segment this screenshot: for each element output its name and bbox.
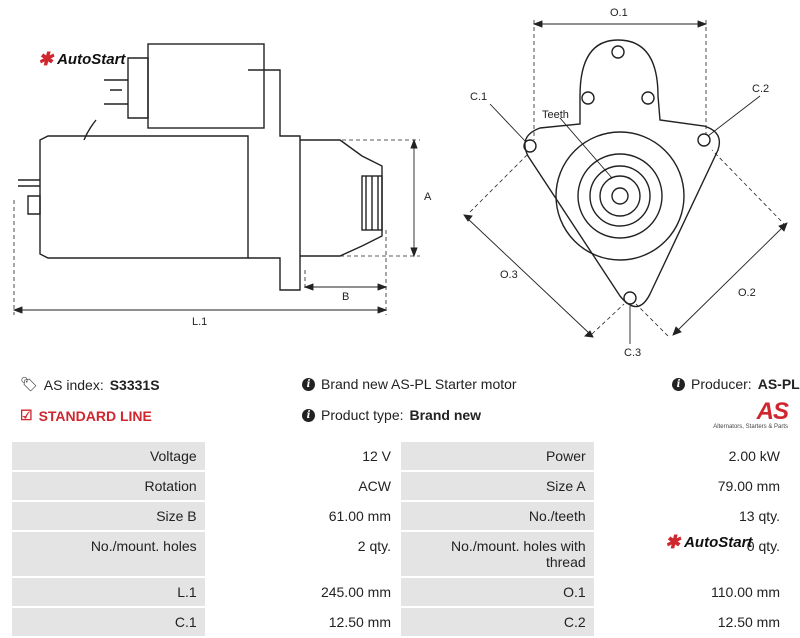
spec-value: ACW xyxy=(206,472,399,500)
table-row: C.1 12.50 mm C.2 12.50 mm xyxy=(12,608,788,636)
flange-outline xyxy=(524,39,721,308)
product-line: ☑ STANDARD LINE xyxy=(20,407,152,424)
spec-value: 2 qty. xyxy=(206,532,399,576)
table-row: Size B 61.00 mm No./teeth 13 qty. xyxy=(12,502,788,530)
as-index-value: S3331S xyxy=(109,376,160,393)
label-teeth: Teeth xyxy=(542,109,569,121)
spec-value: 61.00 mm xyxy=(206,502,399,530)
specs-table: Voltage 12 V Power 2.00 kW Rotation ACW … xyxy=(10,440,790,638)
producer-value: AS-PL xyxy=(757,376,800,392)
solenoid xyxy=(147,43,265,129)
as-index-label: AS index: xyxy=(43,376,104,393)
hole-c3 xyxy=(623,291,637,305)
producer: i Producer: AS-PL xyxy=(672,376,800,392)
spec-value: 79.00 mm xyxy=(595,472,788,500)
spec-label: C.1 xyxy=(12,608,205,636)
spec-value: 245.00 mm xyxy=(206,578,399,606)
autostart-logo: ✱ AutoStart xyxy=(38,50,125,68)
spec-value: 13 qty. xyxy=(595,502,788,530)
spec-value: 2.00 kW xyxy=(595,442,788,470)
motor-body xyxy=(39,135,249,259)
product-line-label: STANDARD LINE xyxy=(38,407,152,424)
label-l1: L.1 xyxy=(192,316,207,328)
tag-icon: 🏷 xyxy=(20,376,38,392)
spec-label: Size B xyxy=(12,502,205,530)
spec-label: Power xyxy=(401,442,594,470)
autostart-logo-text: AutoStart xyxy=(684,533,753,551)
technical-drawing: A B L.1 O.1 C.1 C.2 Teeth xyxy=(12,7,788,359)
spec-label: No./mount. holes xyxy=(12,532,205,576)
description-text: Brand new AS-PL Starter motor xyxy=(321,376,517,392)
as-pl-logo-mark: AS xyxy=(756,398,789,425)
product-type-label: Product type: xyxy=(321,407,404,423)
spec-label: C.2 xyxy=(401,608,594,636)
label-c1: C.1 xyxy=(470,91,487,103)
spec-label: O.1 xyxy=(401,578,594,606)
table-row: No./mount. holes 2 qty. No./mount. holes… xyxy=(12,532,788,576)
as-pl-logo: AS Alternators, Starters & Parts xyxy=(713,398,789,431)
label-c2: C.2 xyxy=(752,83,769,95)
spec-value: 12.50 mm xyxy=(206,608,399,636)
table-row: Rotation ACW Size A 79.00 mm xyxy=(12,472,788,500)
as-index: 🏷 AS index: S3331S xyxy=(20,376,160,393)
description: i Brand new AS-PL Starter motor xyxy=(302,376,517,392)
autostart-logo-icon: ✱ xyxy=(665,532,681,552)
autostart-logo: ✱ AutoStart xyxy=(665,533,752,551)
product-type: i Product type: Brand new xyxy=(302,407,481,423)
info-icon: i xyxy=(672,377,685,391)
spec-value: 0 qty. xyxy=(595,532,788,576)
spec-value: 110.00 mm xyxy=(595,578,788,606)
autostart-logo-text: AutoStart xyxy=(57,50,126,68)
product-type-value: Brand new xyxy=(409,407,482,423)
spec-label: Voltage xyxy=(12,442,205,470)
spec-label: No./teeth xyxy=(401,502,594,530)
hole-c1 xyxy=(523,139,537,153)
spec-label: Size A xyxy=(401,472,594,500)
producer-label: Producer: xyxy=(691,376,752,392)
label-c3: C.3 xyxy=(624,347,641,359)
autostart-logo-icon: ✱ xyxy=(38,49,54,69)
info-icon: i xyxy=(302,408,315,422)
info-icon: i xyxy=(302,377,315,391)
spec-label: No./mount. holes with thread xyxy=(401,532,594,576)
spec-label: Rotation xyxy=(12,472,205,500)
as-pl-logo-tagline: Alternators, Starters & Parts xyxy=(713,424,788,430)
label-o2: O.2 xyxy=(738,287,756,299)
table-row: L.1 245.00 mm O.1 110.00 mm xyxy=(12,578,788,606)
spec-label: L.1 xyxy=(12,578,205,606)
spec-value: 12 V xyxy=(206,442,399,470)
spec-value: 12.50 mm xyxy=(595,608,788,636)
hole-c2 xyxy=(697,133,711,147)
label-b: B xyxy=(342,291,349,303)
label-o1: O.1 xyxy=(610,7,628,19)
table-row: Voltage 12 V Power 2.00 kW xyxy=(12,442,788,470)
label-a: A xyxy=(424,191,432,203)
label-o3: O.3 xyxy=(500,269,518,281)
checkbox-icon: ☑ xyxy=(20,407,33,423)
